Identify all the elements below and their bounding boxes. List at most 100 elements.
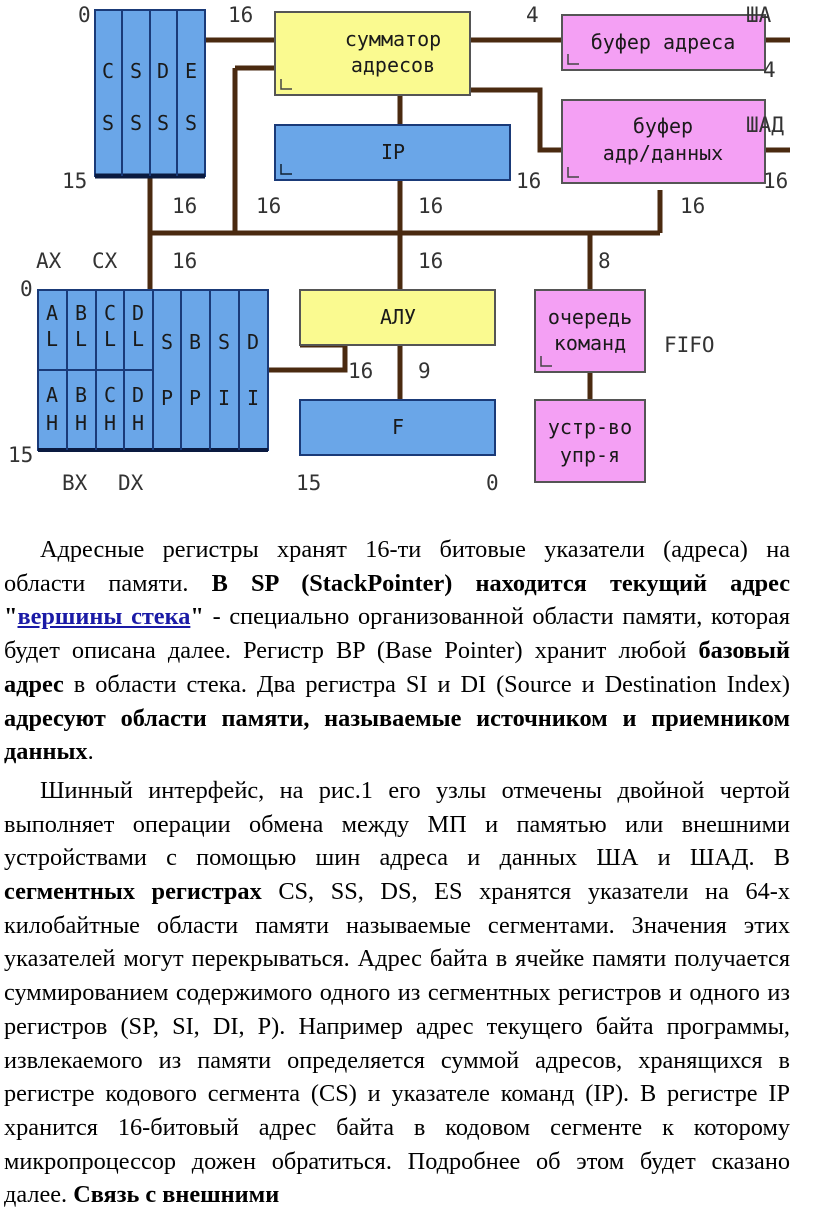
paragraph-bus-interface: Шинный интерфейс, на рис.1 его узлы отме… xyxy=(4,774,790,1212)
p1-bold-1: В SP (StackPointer) находится текущий ад… xyxy=(4,569,791,631)
flags-bit-15: 15 xyxy=(296,471,321,495)
gen-bit-15: 15 xyxy=(8,443,33,467)
sha-label: ША xyxy=(746,3,772,27)
bus-width-16-d: 16 xyxy=(418,194,443,218)
general-register-letter: B xyxy=(75,383,87,407)
p1-text-1: Адресные регистры хранят 16-ти битовые у… xyxy=(4,536,790,597)
general-register-letter: H xyxy=(104,411,116,435)
address-adder-box: сумматор адресов xyxy=(274,11,471,96)
data-buffer-box: буфер адр/данных xyxy=(561,99,766,184)
bus-width-16-e: 16 xyxy=(680,194,705,218)
segment-register-letter: C xyxy=(102,59,114,83)
diagram-annotations: 0 15 16 4 ША 4 ШАД 16 16 16 16 16 16 AX … xyxy=(8,3,788,495)
general-register-letter: L xyxy=(46,327,58,351)
bx-label: BX xyxy=(62,471,88,495)
queue-label-1: очередь xyxy=(548,305,632,329)
bus-width-16-f: 16 xyxy=(172,249,197,273)
general-register-letter: H xyxy=(46,411,58,435)
ax-label: AX xyxy=(36,249,62,273)
bus-width-4-b: 4 xyxy=(763,58,776,82)
bus-width-16-ip: 16 xyxy=(516,169,541,193)
paragraph-address-registers: Адресные регистры хранят 16-ти битовые у… xyxy=(4,533,790,769)
segment-register-letter: S xyxy=(185,111,197,135)
address-buffer-box: буфер адреса xyxy=(561,14,766,71)
control-label-2: упр-я xyxy=(560,443,620,467)
ip-register-box: IP xyxy=(274,124,511,181)
cx-label: CX xyxy=(92,249,118,273)
fifo-label: FIFO xyxy=(664,333,715,357)
p1-text-3: в области стека. Два регистра SI и DI (S… xyxy=(63,670,790,698)
general-register-letter: D xyxy=(132,383,144,407)
general-register-letter: H xyxy=(132,411,144,435)
index-register-letter: S xyxy=(218,330,230,354)
address-buffer-label: буфер адреса xyxy=(591,30,736,54)
ip-label: IP xyxy=(381,140,405,164)
general-register-letter: B xyxy=(75,301,87,325)
bus-lines xyxy=(147,37,790,400)
flags-register-box: F xyxy=(299,399,496,456)
segment-register-letter: S xyxy=(102,111,114,135)
segment-register-letter: S xyxy=(130,111,142,135)
seg-bit-0: 0 xyxy=(78,3,91,27)
segment-register-letter: E xyxy=(185,59,197,83)
p2-text-2: CS, SS, DS, ES хранятся указатели на 64-… xyxy=(4,878,790,1209)
segment-register-letter: D xyxy=(157,59,169,83)
p1-bold-4: адресуют области памяти, называемые исто… xyxy=(4,704,790,766)
queue-label-2: команд xyxy=(554,331,626,355)
index-register-letter: P xyxy=(189,386,201,410)
body-text: Адресные регистры хранят 16-ти битовые у… xyxy=(4,533,790,1212)
dx-label: DX xyxy=(118,471,144,495)
index-register-letter: I xyxy=(218,386,230,410)
index-register-letter: B xyxy=(189,330,201,354)
p2-bold-2: Связь с внешними xyxy=(73,1181,280,1209)
bus-width-8: 8 xyxy=(598,249,611,273)
alu-label: АЛУ xyxy=(380,305,416,329)
p1-text-2: - специально организованной области памя… xyxy=(4,603,790,665)
general-register-letter: A xyxy=(46,301,58,325)
bus-width-16-alu: 16 xyxy=(348,359,373,383)
index-register-letter: P xyxy=(161,386,173,410)
index-register-letter: S xyxy=(161,330,173,354)
general-register-letter: L xyxy=(104,327,116,351)
p2-text-1: Шинный интерфейс, на рис.1 его узлы отме… xyxy=(4,776,790,872)
p2-bold-1: сегментных регистрах xyxy=(4,878,262,906)
bus-width-4-a: 4 xyxy=(526,3,539,27)
general-register-letter: C xyxy=(104,301,116,325)
flags-bit-0: 0 xyxy=(486,471,499,495)
index-register-letter: D xyxy=(247,330,259,354)
p1-bold-3: базовый адрес xyxy=(4,637,790,698)
bus-width-16-a: 16 xyxy=(228,3,253,27)
general-register-letter: L xyxy=(75,327,87,351)
index-register-letter: I xyxy=(247,386,259,410)
alu-box: АЛУ xyxy=(299,289,496,346)
segment-register-letter: S xyxy=(130,59,142,83)
command-queue-box: очередь команд xyxy=(534,289,646,373)
adder-label-2: адресов xyxy=(351,53,435,77)
shad-label: ШАД xyxy=(746,113,784,137)
bus-width-9: 9 xyxy=(418,359,431,383)
control-unit-box: устр-во упр-я xyxy=(534,399,646,483)
bus-width-16-g: 16 xyxy=(418,249,443,273)
flags-label: F xyxy=(392,415,404,439)
stack-top-link[interactable]: вершины стека xyxy=(17,603,191,631)
general-register-letter: H xyxy=(75,411,87,435)
data-buffer-label-2: адр/данных xyxy=(603,141,723,165)
p1-bold-2: " xyxy=(190,603,204,631)
general-register-letter: L xyxy=(132,327,144,351)
general-register-letter: D xyxy=(132,301,144,325)
segment-register-letter: S xyxy=(157,111,169,135)
bus-width-16-c: 16 xyxy=(256,194,281,218)
seg-bit-15: 15 xyxy=(62,169,87,193)
general-register-letter: C xyxy=(104,383,116,407)
data-buffer-label-1: буфер xyxy=(633,114,693,138)
bus-width-16-b: 16 xyxy=(172,194,197,218)
control-label-1: устр-во xyxy=(548,415,632,439)
general-register-letter: A xyxy=(46,383,58,407)
bus-width-16-shad: 16 xyxy=(763,169,788,193)
